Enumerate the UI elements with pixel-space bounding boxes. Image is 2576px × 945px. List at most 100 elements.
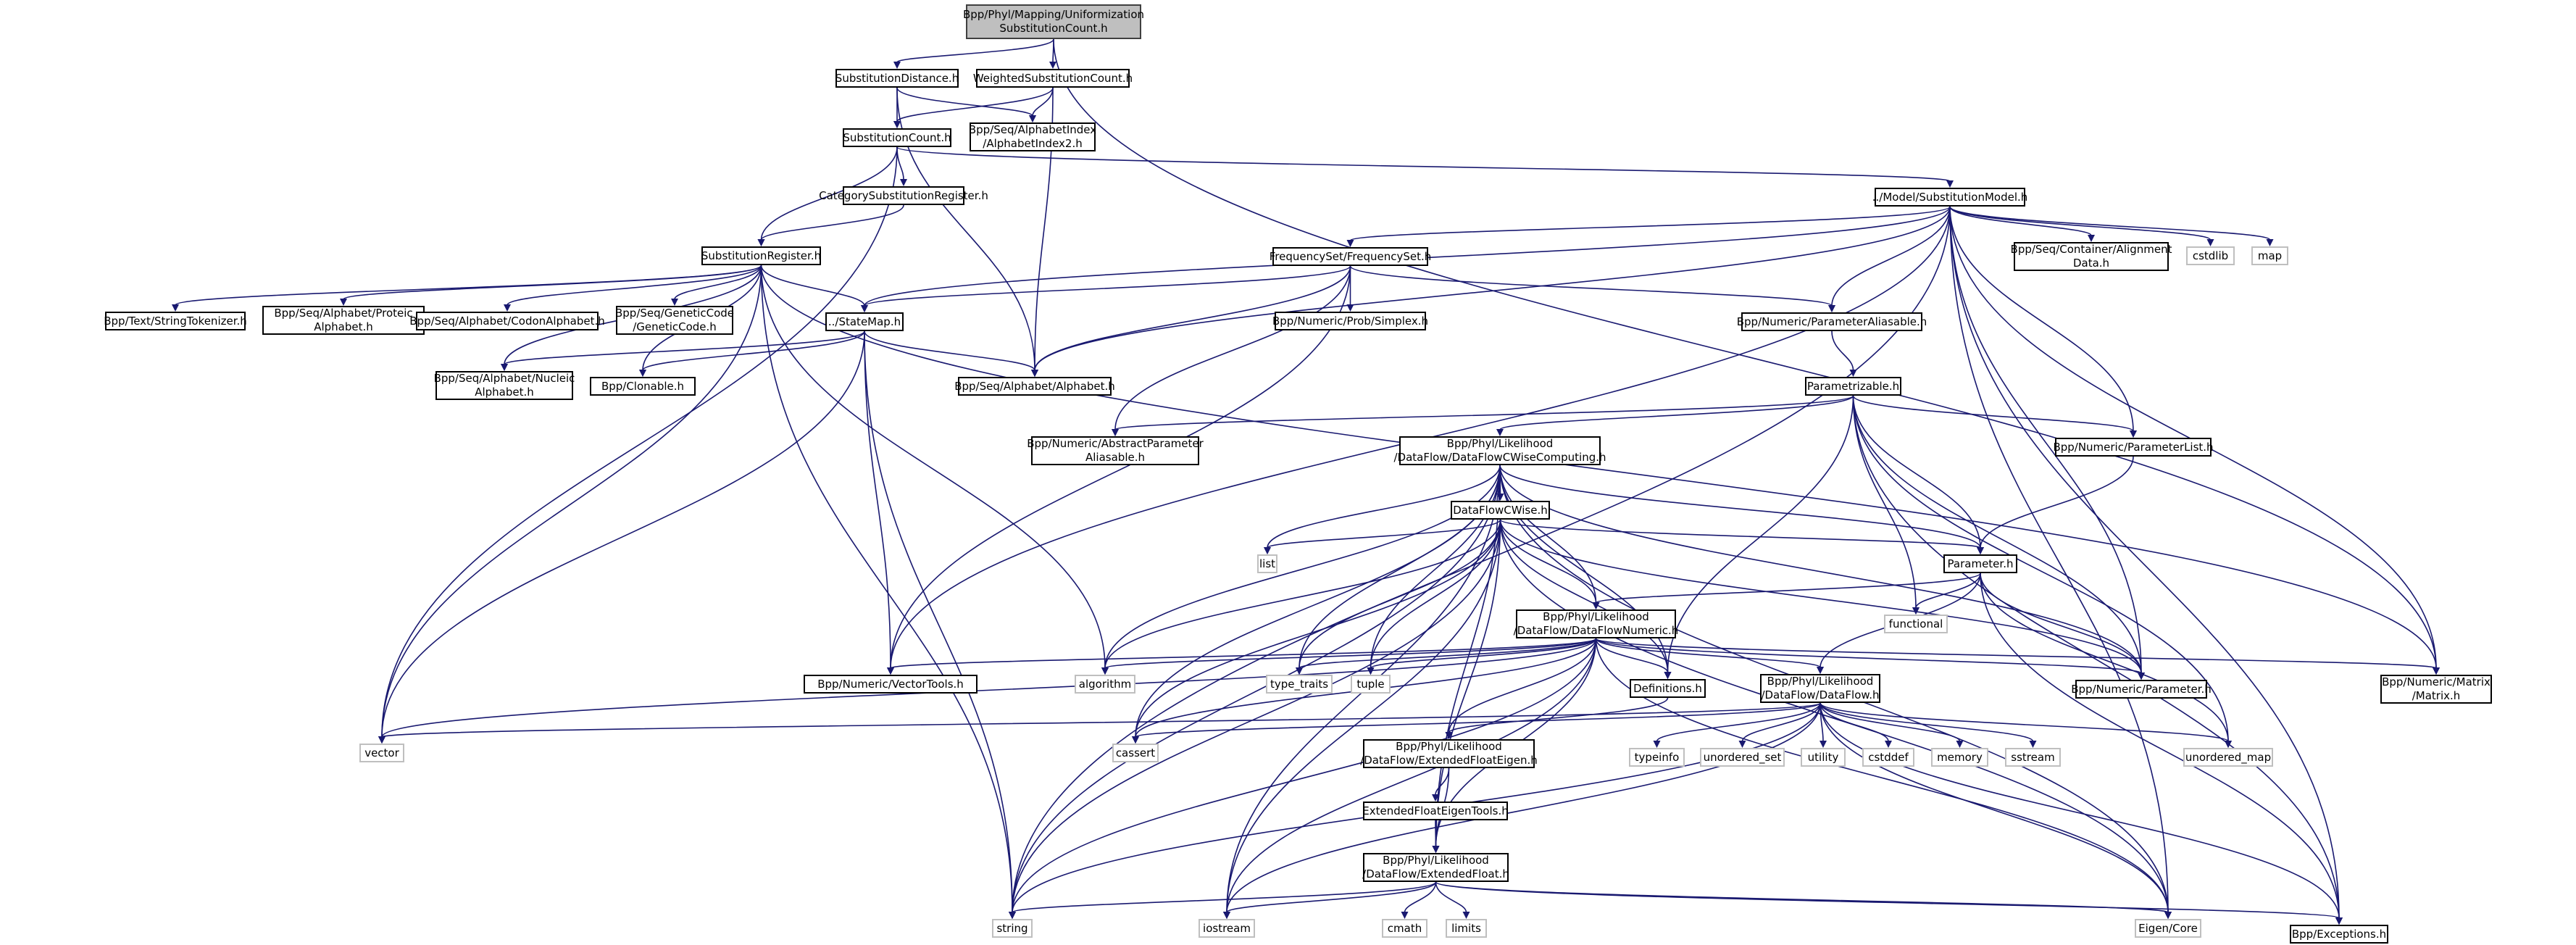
edge-dfnumeric-to-iostream: [1226, 638, 1597, 913]
node-dataflow[interactable]: Bpp/Phyl/Likelihood /DataFlow/DataFlow.h: [1760, 674, 1880, 703]
arrowhead-icon: [757, 239, 765, 246]
node-numparam[interactable]: Bpp/Numeric/Parameter.h: [2071, 680, 2212, 699]
edge-dataflow-to-sstream: [1820, 702, 2034, 742]
node-paramlist[interactable]: Bpp/Numeric/ParameterList.h: [2053, 438, 2214, 457]
edge-subcount-to-catsubreg: [896, 146, 904, 180]
node-exceptions[interactable]: Bpp/Exceptions.h: [2290, 925, 2388, 944]
edge-dfnumeric-to-eigencore: [1595, 638, 2169, 913]
node-nucleic[interactable]: Bpp/Seq/Alphabet/Nucleic Alphabet.h: [433, 371, 575, 400]
arrowhead-icon: [2335, 917, 2343, 925]
edge-subreg-to-gencode: [674, 265, 762, 300]
edge-subreg-to-matrix: [760, 265, 2437, 669]
node-alphabet[interactable]: Bpp/Seq/Alphabet/Alphabet.h: [954, 377, 1115, 396]
edge-dfcwise-to-numparam: [1499, 519, 2142, 674]
node-paramalias[interactable]: Bpp/Numeric/ParameterAliasable.h: [1737, 312, 1927, 331]
edge-statemap-to-clonable: [642, 330, 865, 371]
node-list: list: [1257, 554, 1277, 573]
node-label: Bpp/Phyl/Likelihood /DataFlow/DataFlowCW…: [1393, 437, 1606, 464]
edge-parametrizable-to-functional: [1852, 395, 1917, 609]
node-absparamalias[interactable]: Bpp/Numeric/AbstractParameter Aliasable.…: [1027, 436, 1204, 465]
node-definitions[interactable]: Definitions.h: [1630, 679, 1706, 698]
node-unordmap: unordered_map: [2183, 748, 2273, 767]
edge-parametrizable-to-paramlist: [1852, 395, 2134, 432]
edge-dfcwise-to-typetraits: [1299, 519, 1501, 669]
node-catsubreg[interactable]: CategorySubstitutionRegister.h: [819, 186, 988, 205]
node-label: SubstitutionRegister.h: [701, 249, 822, 262]
node-vectortools[interactable]: Bpp/Numeric/VectorTools.h: [804, 675, 978, 694]
edge-dfcwcomp-to-list: [1267, 465, 1501, 549]
node-label: vector: [364, 746, 399, 759]
node-freqset[interactable]: FrequencySet/FrequencySet.h: [1270, 247, 1431, 266]
edge-dataflow-to-eigencore: [1820, 702, 2169, 913]
edge-dataflow-to-vector: [381, 702, 1821, 738]
node-label: unordered_set: [1703, 750, 1782, 764]
node-subreg[interactable]: SubstitutionRegister.h: [701, 246, 821, 265]
edge-submodel-to-paramlist: [1949, 206, 2134, 432]
edge-subreg-to-statemap: [760, 265, 865, 307]
edge-effeigentools-to-extfloat: [1435, 820, 1437, 847]
node-statemap[interactable]: ../StateMap.h: [825, 312, 904, 331]
node-simplex[interactable]: Bpp/Numeric/Prob/Simplex.h: [1272, 312, 1428, 330]
edge-dataflow-to-unordset: [1741, 702, 1821, 742]
node-parametrizable[interactable]: Parametrizable.h: [1805, 377, 1901, 396]
node-weighted[interactable]: WeightedSubstitutionCount.h: [973, 69, 1133, 88]
node-gencode[interactable]: Bpp/Seq/GeneticCode /GeneticCode.h: [615, 306, 734, 335]
arrowhead-icon: [1849, 370, 1857, 377]
node-aligndata[interactable]: Bpp/Seq/Container/Alignment Data.h: [2011, 242, 2172, 271]
arrowhead-icon: [1031, 370, 1038, 377]
edge-statemap-to-alphabet: [864, 330, 1035, 371]
node-subdist[interactable]: SubstitutionDistance.h: [835, 69, 959, 88]
arrowhead-icon: [671, 299, 678, 306]
edge-paramalias-to-parametrizable: [1831, 330, 1854, 371]
node-subcount[interactable]: SubstitutionCount.h: [843, 128, 951, 147]
node-submodel[interactable]: ../Model/SubstitutionModel.h: [1872, 188, 2027, 207]
node-dfcwise[interactable]: DataFlowCWise.h: [1451, 501, 1550, 520]
node-matrix[interactable]: Bpp/Numeric/Matrix /Matrix.h: [2380, 675, 2492, 704]
edge-extfloat-to-exceptions: [1435, 881, 2340, 919]
arrowhead-icon: [1956, 741, 1964, 748]
node-label: Bpp/Seq/Alphabet/Nucleic Alphabet.h: [433, 372, 575, 399]
node-codon[interactable]: Bpp/Seq/Alphabet/CodonAlphabet.h: [409, 312, 605, 330]
arrowhead-icon: [1101, 667, 1109, 675]
edge-extfloat-to-limits: [1435, 881, 1467, 913]
arrowhead-icon: [172, 304, 179, 312]
edge-parametrizable-to-absparamalias: [1114, 395, 1854, 430]
edge-dfcwise-to-parameter: [1499, 519, 1981, 549]
edge-dataflow-to-unordmap: [1820, 702, 2229, 742]
edge-extfloat-to-string: [1012, 881, 1437, 913]
arrowhead-icon: [1264, 547, 1271, 554]
node-extfloat[interactable]: Bpp/Phyl/Likelihood /DataFlow/ExtendedFl…: [1362, 853, 1509, 882]
node-dfnumeric[interactable]: Bpp/Phyl/Likelihood /DataFlow/DataFlowNu…: [1514, 609, 1678, 638]
edge-submodel-to-paramalias: [1831, 206, 1951, 307]
edge-dfcwise-to-algorithm: [1104, 519, 1501, 669]
node-root[interactable]: Bpp/Phyl/Mapping/Uniformization Substitu…: [963, 4, 1144, 39]
arrowhead-icon: [1462, 912, 1470, 919]
edge-parameter-to-dfnumeric: [1595, 573, 1981, 604]
node-alphaidx2[interactable]: Bpp/Seq/AlphabetIndex /AlphabetIndex2.h: [969, 122, 1096, 151]
edge-parameter-to-functional: [1915, 573, 1981, 609]
node-label: Bpp/Seq/Alphabet/CodonAlphabet.h: [409, 314, 605, 328]
edge-submodel-to-alphabet: [1034, 206, 1951, 371]
edge-parameter-to-exceptions: [1980, 573, 2340, 919]
edge-dfcwcomp-to-parameter: [1499, 465, 1981, 549]
node-clonable[interactable]: Bpp/Clonable.h: [590, 377, 696, 396]
edge-submodel-to-freqset: [1349, 206, 1951, 241]
edge-dfcwise-to-string: [1012, 519, 1501, 913]
edge-statemap-to-vector: [381, 330, 865, 738]
node-strtok[interactable]: Bpp/Text/StringTokenizer.h: [104, 312, 247, 330]
node-proteic[interactable]: Bpp/Seq/Alphabet/Proteic Alphabet.h: [262, 306, 425, 335]
node-typeinfo: typeinfo: [1629, 748, 1685, 767]
node-effeigen[interactable]: Bpp/Phyl/Likelihood /DataFlow/ExtendedFl…: [1360, 739, 1538, 768]
edge-parametrizable-to-numparam: [1852, 395, 2142, 674]
node-dfcwcomp[interactable]: Bpp/Phyl/Likelihood /DataFlow/DataFlowCW…: [1393, 436, 1606, 465]
node-parameter[interactable]: Parameter.h: [1943, 554, 2017, 573]
node-effeigentools[interactable]: ExtendedFloatEigenTools.h: [1362, 802, 1509, 820]
edge-dfnumeric-to-tuple: [1370, 638, 1597, 669]
arrowhead-icon: [1432, 794, 1439, 802]
edge-statemap-to-string: [864, 330, 1013, 913]
node-label: algorithm: [1078, 677, 1132, 691]
edge-submodel-to-exceptions: [1949, 206, 2340, 919]
edge-subreg-to-vector: [381, 265, 762, 738]
node-label: SubstitutionCount.h: [843, 130, 951, 144]
